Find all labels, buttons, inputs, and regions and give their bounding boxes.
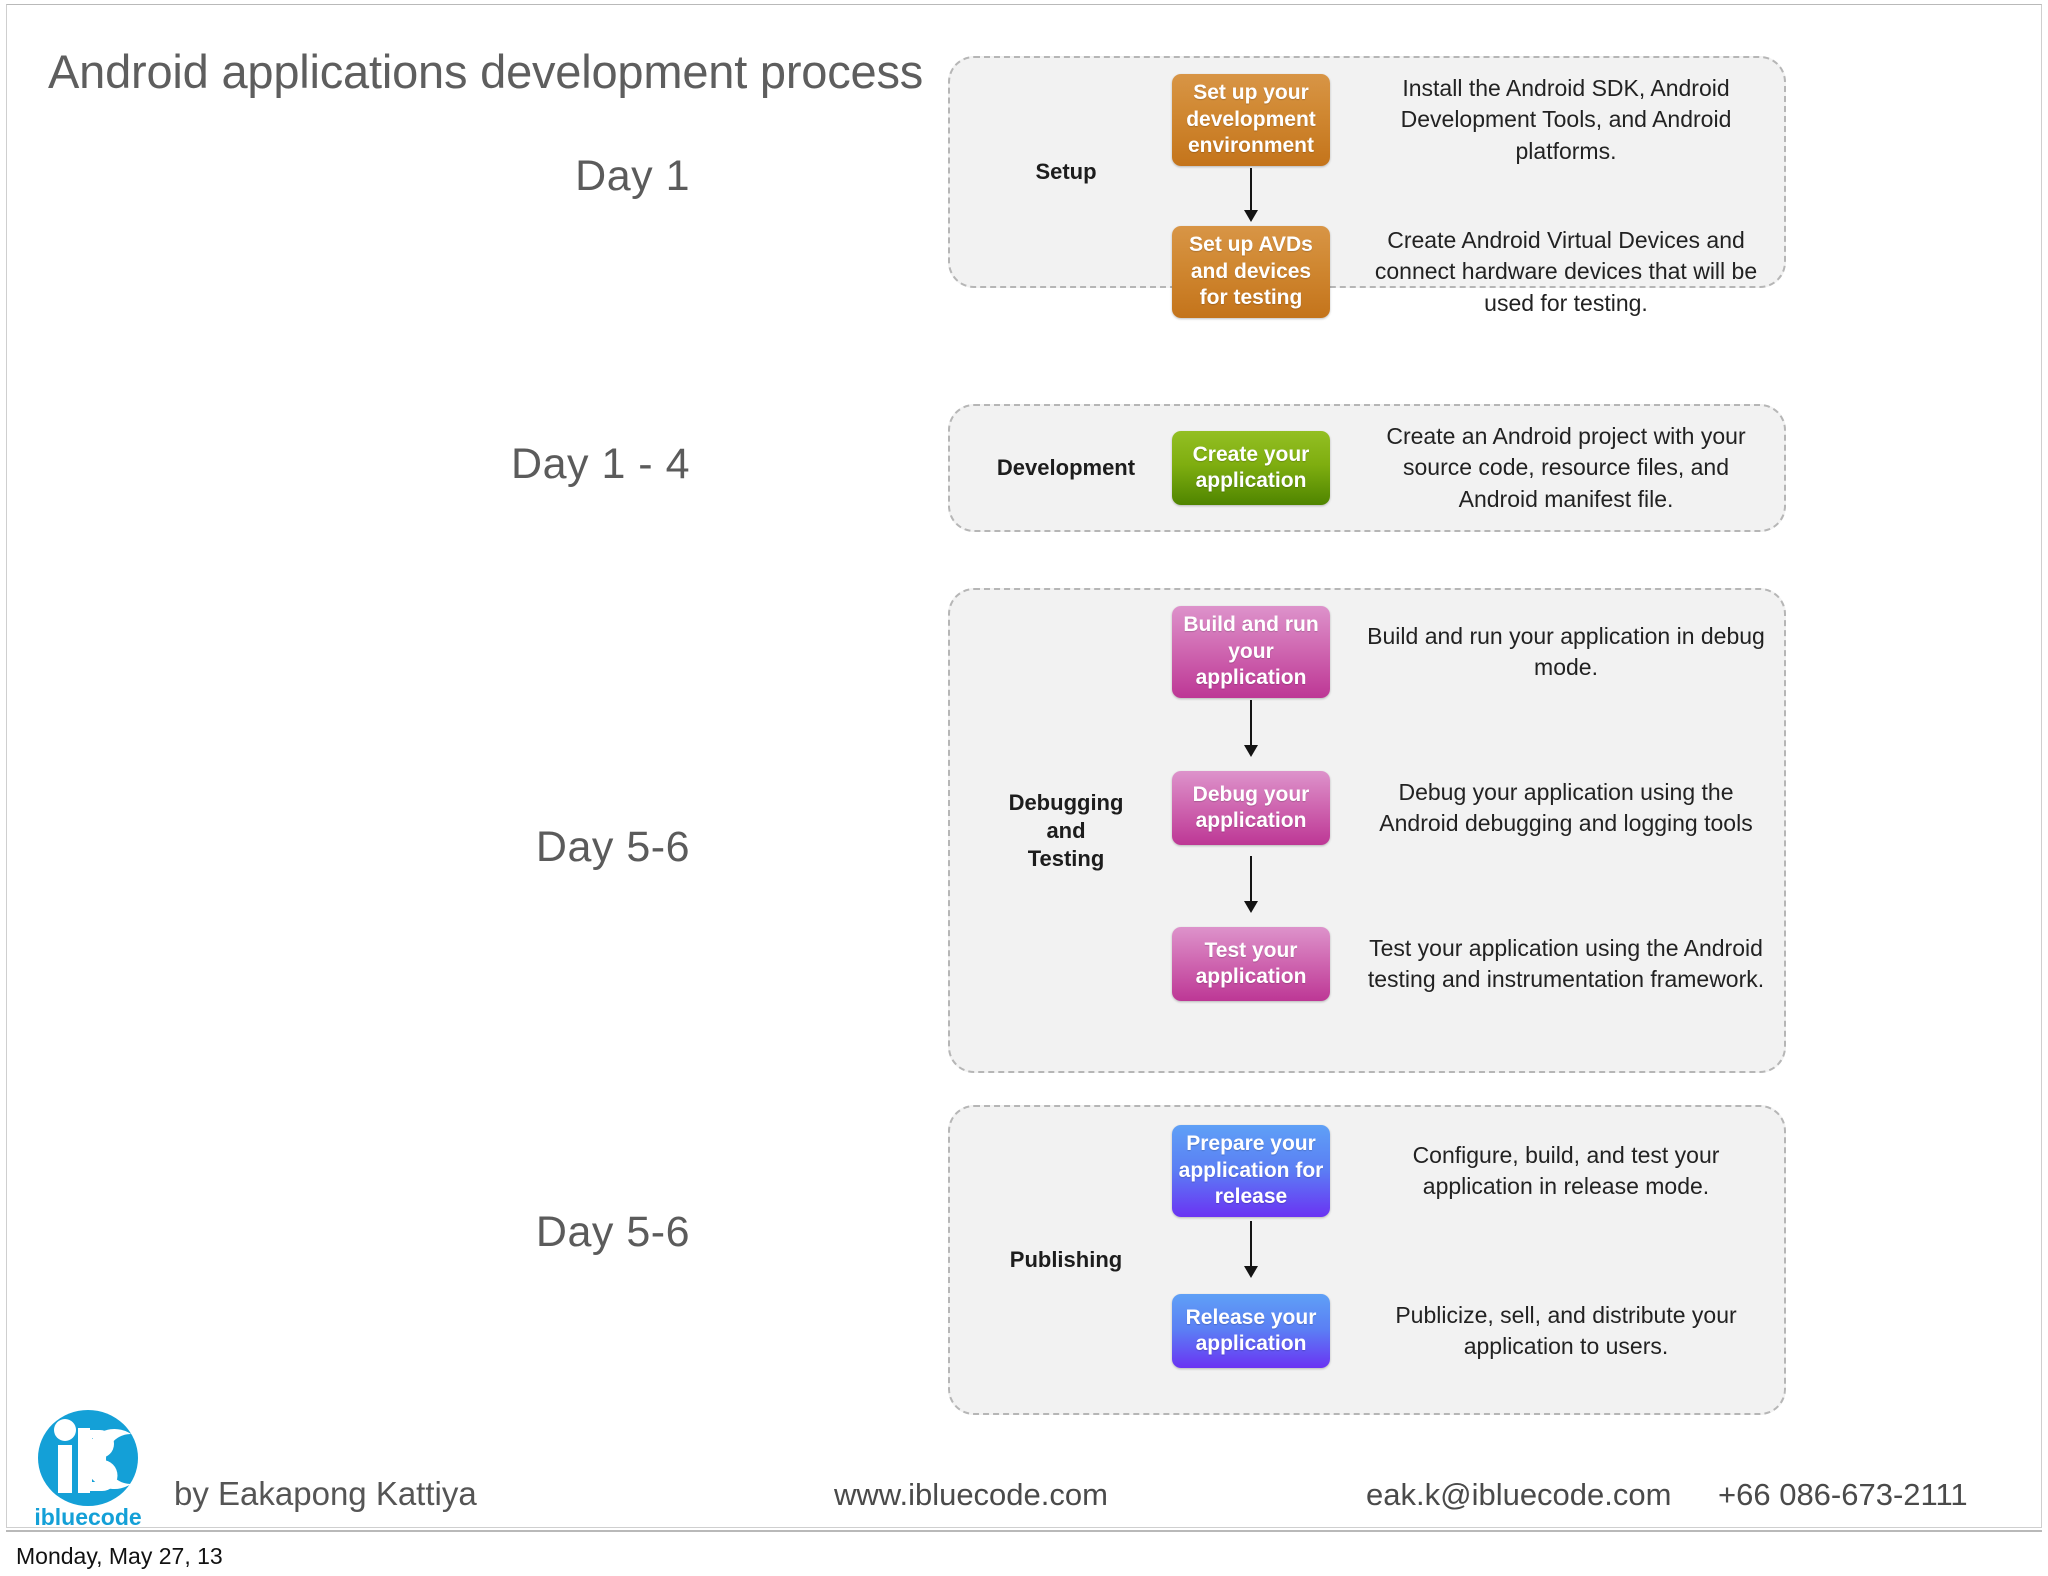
phase-steps-development: Create your application Create an Androi… xyxy=(1172,406,1784,530)
step-box-setup-environment[interactable]: Set up your development environment xyxy=(1172,74,1330,166)
step-row: Release your application Publicize, sell… xyxy=(1172,1281,1784,1381)
ibluecode-logo: ibluecode xyxy=(28,1408,148,1536)
day-label-setup: Day 1 xyxy=(575,152,690,200)
phase-panel-publishing: Publishing Prepare your application for … xyxy=(948,1105,1786,1415)
footer: ibluecode by Eakapong Kattiya www.ibluec… xyxy=(6,1410,2042,1530)
phase-label-line: Debugging xyxy=(1008,789,1124,815)
step-row: Set up your development environment Inst… xyxy=(1172,72,1784,168)
step-row: Build and run your application Build and… xyxy=(1172,604,1784,700)
step-box-setup-avds[interactable]: Set up AVDs and devices for testing xyxy=(1172,226,1330,318)
step-row: Prepare your application for release Con… xyxy=(1172,1121,1784,1221)
footer-email[interactable]: eak.k@ibluecode.com xyxy=(1366,1477,1672,1512)
phase-panel-debugging: Debugging and Testing Build and run your… xyxy=(948,588,1786,1073)
step-desc-prepare-for-release: Configure, build, and test your applicat… xyxy=(1412,1141,1720,1199)
footer-website[interactable]: www.ibluecode.com xyxy=(834,1477,1108,1512)
arrow-connector xyxy=(1244,856,1258,913)
step-box-release-application[interactable]: Release your application xyxy=(1172,1294,1330,1368)
arrow-connector xyxy=(1244,700,1258,757)
footer-divider xyxy=(6,1530,2042,1532)
phase-steps-publishing: Prepare your application for release Con… xyxy=(1172,1107,1784,1413)
step-box-build-and-run[interactable]: Build and run your application xyxy=(1172,606,1330,698)
footer-byline: by Eakapong Kattiya xyxy=(174,1475,477,1512)
step-desc-test-application: Test your application using the Android … xyxy=(1367,934,1765,992)
step-box-test-application[interactable]: Test your application xyxy=(1172,927,1330,1001)
phase-steps-debugging: Build and run your application Build and… xyxy=(1172,590,1784,1071)
phase-label-debugging: Debugging and Testing xyxy=(960,788,1172,872)
step-row: Create your application Create an Androi… xyxy=(1172,420,1784,516)
step-desc-debug-application: Debug your application using the Android… xyxy=(1379,778,1753,836)
page-title: Android applications development process xyxy=(48,45,924,98)
day-label-development: Day 1 - 4 xyxy=(511,440,690,488)
step-desc-create-application: Create an Android project with your sour… xyxy=(1386,423,1746,512)
step-desc-setup-avds: Create Android Virtual Devices and conne… xyxy=(1374,227,1758,316)
step-row: Set up AVDs and devices for testing Crea… xyxy=(1172,224,1784,320)
step-box-create-application[interactable]: Create your application xyxy=(1172,431,1330,505)
phase-label-development: Development xyxy=(996,454,1136,480)
step-box-prepare-for-release[interactable]: Prepare your application for release xyxy=(1172,1125,1330,1217)
phase-label-line: and xyxy=(1046,817,1086,843)
footer-phone: +66 086-673-2111 xyxy=(1718,1477,1968,1512)
logo-wordmark: ibluecode xyxy=(34,1504,141,1530)
step-desc-release-application: Publicize, sell, and distribute your app… xyxy=(1395,1301,1737,1359)
day-label-publishing: Day 5-6 xyxy=(535,1208,690,1256)
step-row: Debug your application Debug your applic… xyxy=(1172,760,1784,856)
step-box-debug-application[interactable]: Debug your application xyxy=(1172,771,1330,845)
phase-steps-setup: Set up your development environment Inst… xyxy=(1172,58,1784,318)
arrow-connector xyxy=(1244,168,1258,222)
phase-label-publishing: Publishing xyxy=(1009,1246,1123,1272)
step-row: Test your application Test your applicat… xyxy=(1172,916,1784,1012)
phase-panel-development: Development Create your application Crea… xyxy=(948,404,1786,532)
day-label-debugging: Day 5-6 xyxy=(535,823,690,871)
step-desc-build-and-run: Build and run your application in debug … xyxy=(1367,622,1765,680)
arrow-connector xyxy=(1244,1221,1258,1278)
step-desc-setup-environment: Install the Android SDK, Android Develop… xyxy=(1400,75,1732,164)
date-stamp: Monday, May 27, 13 xyxy=(16,1543,223,1569)
phase-panel-setup: Setup Set up your development environmen… xyxy=(948,56,1786,318)
phase-label-setup: Setup xyxy=(1035,158,1097,184)
phase-label-line: Testing xyxy=(1027,845,1105,871)
